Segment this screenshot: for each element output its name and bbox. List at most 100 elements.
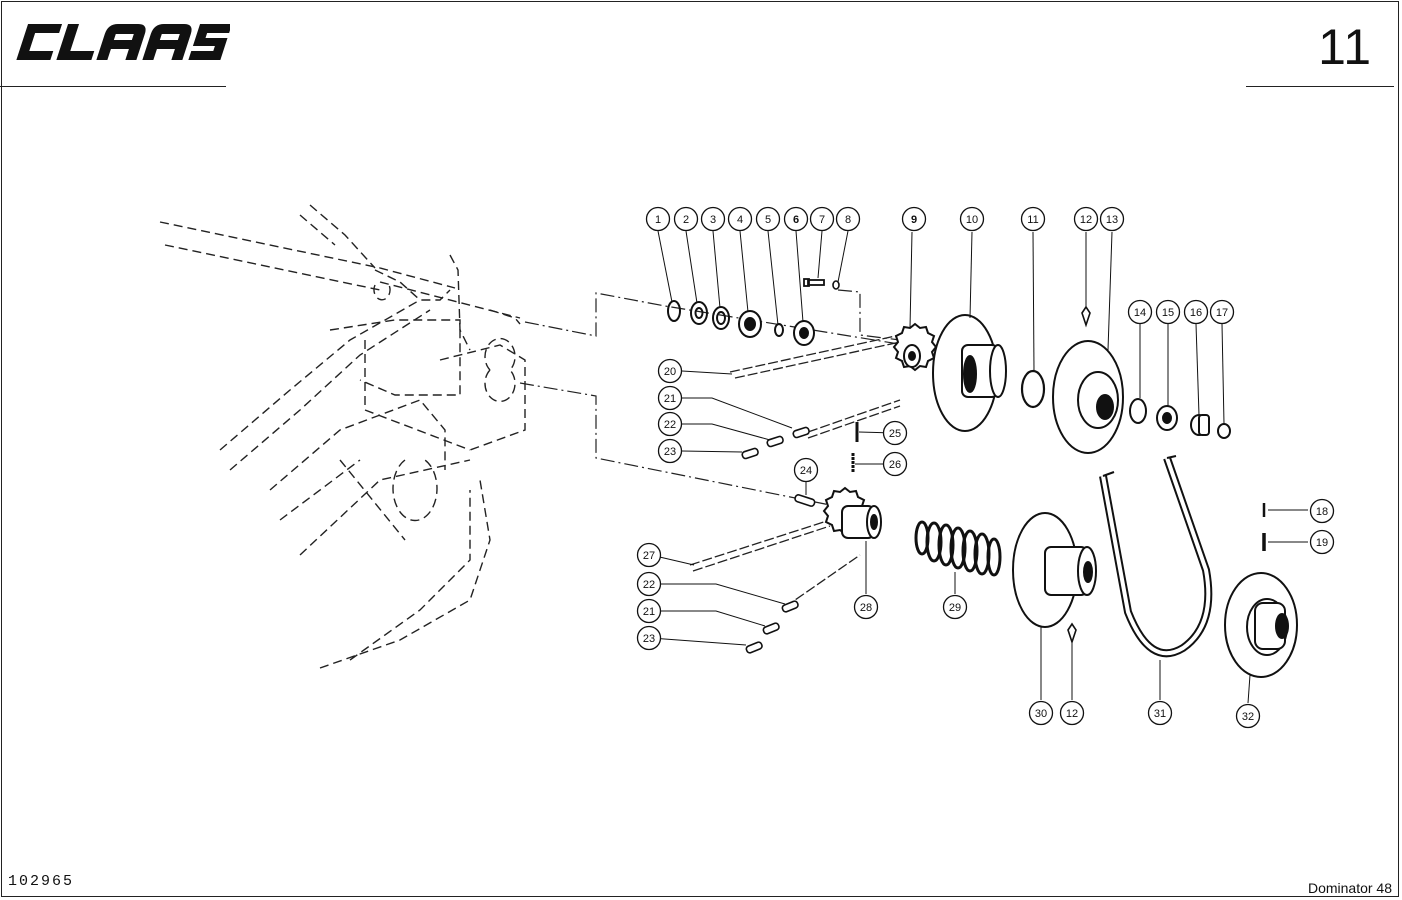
callout-label: 17 <box>1216 307 1228 319</box>
callout-label: 18 <box>1316 506 1328 518</box>
callout-label: 5 <box>765 214 771 226</box>
callout-label: 16 <box>1190 307 1202 319</box>
callout-label: 24 <box>800 465 812 477</box>
callout-label: 12 <box>1066 708 1078 720</box>
callout-c12b: 12 <box>1059 700 1085 726</box>
part-7-bolt <box>803 278 825 287</box>
callout-label: 1 <box>655 214 661 226</box>
leader-lines <box>650 230 1308 704</box>
callout-c30: 30 <box>1028 700 1054 726</box>
part-11-o-ring <box>1020 369 1046 409</box>
callout-c22a: 22 <box>657 411 683 437</box>
part-32-pulley-half <box>1224 572 1298 678</box>
part-2-washer <box>690 301 708 325</box>
part-4-bearing <box>738 310 762 338</box>
callout-c7: 7 <box>809 206 835 232</box>
callout-c21a: 21 <box>657 385 683 411</box>
callout-c2: 2 <box>673 206 699 232</box>
model-name: Dominator 48 <box>1307 880 1392 896</box>
callout-label: 10 <box>966 214 978 226</box>
part-31-v-belt <box>1099 455 1213 658</box>
callout-c19: 19 <box>1309 529 1335 555</box>
callout-label: 4 <box>737 214 743 226</box>
callout-c9: 9 <box>901 206 927 232</box>
part-3-seal <box>712 306 730 330</box>
callout-c27: 27 <box>636 542 662 568</box>
callout-c26: 26 <box>882 451 908 477</box>
callout-c6: 6 <box>783 206 809 232</box>
callout-c18: 18 <box>1309 498 1335 524</box>
callout-c4: 4 <box>727 206 753 232</box>
callout-label: 32 <box>1242 711 1254 723</box>
part-9-sprocket <box>892 322 938 372</box>
callout-c23a: 23 <box>657 438 683 464</box>
callout-c15: 15 <box>1155 299 1181 325</box>
callout-label: 30 <box>1035 708 1047 720</box>
callout-label: 29 <box>949 602 961 614</box>
callout-label: 3 <box>710 214 716 226</box>
part-28-sprocket <box>822 486 882 539</box>
callout-label: 9 <box>911 214 917 226</box>
callout-label: 14 <box>1134 307 1146 319</box>
callout-c29: 29 <box>942 594 968 620</box>
callout-label: 21 <box>664 393 676 405</box>
callout-c13: 13 <box>1099 206 1125 232</box>
part-1-circlip <box>667 300 681 322</box>
callout-c11: 11 <box>1020 206 1046 232</box>
header-rule-right <box>1246 86 1394 87</box>
callout-label: 23 <box>664 446 676 458</box>
callout-label: 2 <box>683 214 689 226</box>
callout-c24: 24 <box>793 457 819 483</box>
callout-label: 8 <box>845 214 851 226</box>
callout-label: 21 <box>643 606 655 618</box>
callout-c20: 20 <box>657 358 683 384</box>
callout-label: 13 <box>1106 214 1118 226</box>
callout-c21b: 21 <box>636 598 662 624</box>
callout-c5: 5 <box>755 206 781 232</box>
assembly-centerlines <box>519 289 906 506</box>
part-5-ring <box>774 323 784 337</box>
machine-frame-phantom <box>159 204 526 669</box>
part-6-bearing <box>793 320 815 346</box>
callout-label: 6 <box>793 214 799 226</box>
callout-label: 19 <box>1316 537 1328 549</box>
callout-c10: 10 <box>959 206 985 232</box>
callout-label: 23 <box>643 633 655 645</box>
callout-label: 22 <box>664 419 676 431</box>
chain-links-upper <box>741 426 810 460</box>
callout-c23b: 23 <box>636 625 662 651</box>
callout-c22b: 22 <box>636 571 662 597</box>
callout-c1: 1 <box>645 206 671 232</box>
drawing-number: 102965 <box>8 873 75 890</box>
callout-label: 28 <box>860 602 872 614</box>
chain-strands <box>689 334 901 608</box>
callout-c14: 14 <box>1127 299 1153 325</box>
part-24-pin <box>794 494 816 507</box>
callout-c8: 8 <box>835 206 861 232</box>
callout-label: 31 <box>1154 708 1166 720</box>
part-17-nut <box>1217 423 1231 439</box>
chain-links-lower <box>745 600 799 654</box>
callout-c17: 17 <box>1209 299 1235 325</box>
part-30-pulley-half <box>1012 512 1097 628</box>
callout-c16: 16 <box>1183 299 1209 325</box>
callout-c12a: 12 <box>1073 206 1099 232</box>
callout-label: 11 <box>1027 214 1038 226</box>
callout-label: 22 <box>643 579 655 591</box>
callout-label: 26 <box>889 459 901 471</box>
callout-c28: 28 <box>853 594 879 620</box>
callout-label: 25 <box>889 428 901 440</box>
part-10-pulley-half <box>932 314 1007 432</box>
part-29-spring <box>914 520 1002 577</box>
callout-label: 15 <box>1162 307 1174 319</box>
callout-c32: 32 <box>1235 703 1261 729</box>
part-8-washer <box>832 280 840 290</box>
callout-label: 7 <box>819 214 825 226</box>
part-13-pulley-half <box>1052 340 1124 454</box>
header-rule-left <box>0 86 226 87</box>
part-12-grease-nipple-lower <box>1067 622 1077 645</box>
callout-c31: 31 <box>1147 700 1173 726</box>
